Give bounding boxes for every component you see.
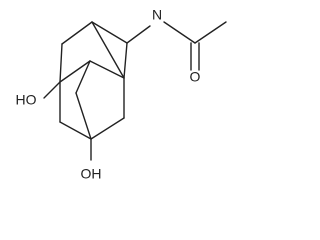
bond-c4-c10 bbox=[75, 60, 91, 94]
carbonyl-oxygen-label: O bbox=[190, 69, 201, 85]
bond-c1-c2 bbox=[61, 21, 93, 45]
bond-c5-c6 bbox=[123, 42, 128, 79]
atom-labels: N O HO OH bbox=[16, 7, 201, 182]
bond-c2-c3 bbox=[59, 43, 63, 83]
bond-c6-c1 bbox=[91, 21, 128, 44]
bond-c10-c8 bbox=[75, 92, 92, 140]
bond-c1-c5 bbox=[91, 21, 125, 79]
chemical-structure-diagram: N O HO OH bbox=[16, 7, 227, 182]
upper-hydroxyl-label: HO bbox=[16, 92, 37, 108]
lower-hydroxyl-label: OH bbox=[81, 166, 102, 182]
bond-c8-c9 bbox=[90, 117, 125, 140]
bond-carbonyl-methyl bbox=[194, 21, 227, 44]
bond-c3-c4 bbox=[59, 60, 91, 83]
adamantane-cage-bonds bbox=[59, 21, 128, 140]
bond-c3-oh bbox=[43, 81, 61, 99]
bond-c6-n bbox=[126, 25, 151, 44]
nitrogen-label: N bbox=[152, 7, 162, 23]
bond-n-carbonyl-carbon bbox=[163, 21, 196, 44]
bond-c4-c5 bbox=[89, 60, 125, 79]
substituent-bonds bbox=[43, 21, 227, 161]
bond-c7-c8 bbox=[59, 121, 92, 140]
